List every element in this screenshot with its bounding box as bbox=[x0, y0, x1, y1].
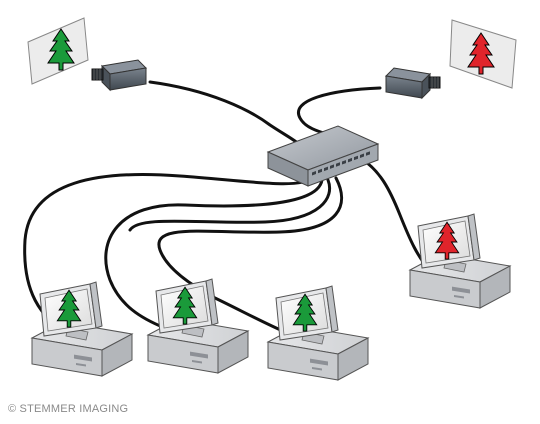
camera-left bbox=[91, 59, 147, 91]
cable-camera-right bbox=[297, 86, 382, 137]
cable-pc-3 bbox=[157, 176, 344, 334]
cable-pc-1 bbox=[23, 173, 314, 334]
workstation-right bbox=[409, 213, 511, 309]
industrial-camera-icon bbox=[91, 59, 147, 91]
cable-camera-left bbox=[148, 80, 302, 147]
cable-pc-2-loop bbox=[128, 178, 332, 232]
desktop-computer-icon bbox=[31, 281, 133, 377]
workstation-2 bbox=[147, 278, 249, 374]
copyright-notice: © STEMMER IMAGING bbox=[8, 403, 129, 415]
switch-ports bbox=[312, 151, 370, 176]
desktop-computer-icon bbox=[147, 278, 249, 374]
camera-right bbox=[385, 67, 441, 99]
ethernet-switch bbox=[266, 125, 380, 187]
scene-panel-right bbox=[449, 19, 517, 89]
cable-pc-2 bbox=[104, 178, 324, 330]
cable-pc-right bbox=[358, 156, 432, 272]
network-cables bbox=[23, 80, 432, 334]
desktop-computer-icon bbox=[267, 285, 369, 381]
workstation-3 bbox=[267, 285, 369, 381]
desktop-computer-icon bbox=[409, 213, 511, 309]
industrial-camera-icon bbox=[385, 67, 441, 99]
scene-panel-left bbox=[27, 17, 89, 85]
workstation-1 bbox=[31, 281, 133, 377]
